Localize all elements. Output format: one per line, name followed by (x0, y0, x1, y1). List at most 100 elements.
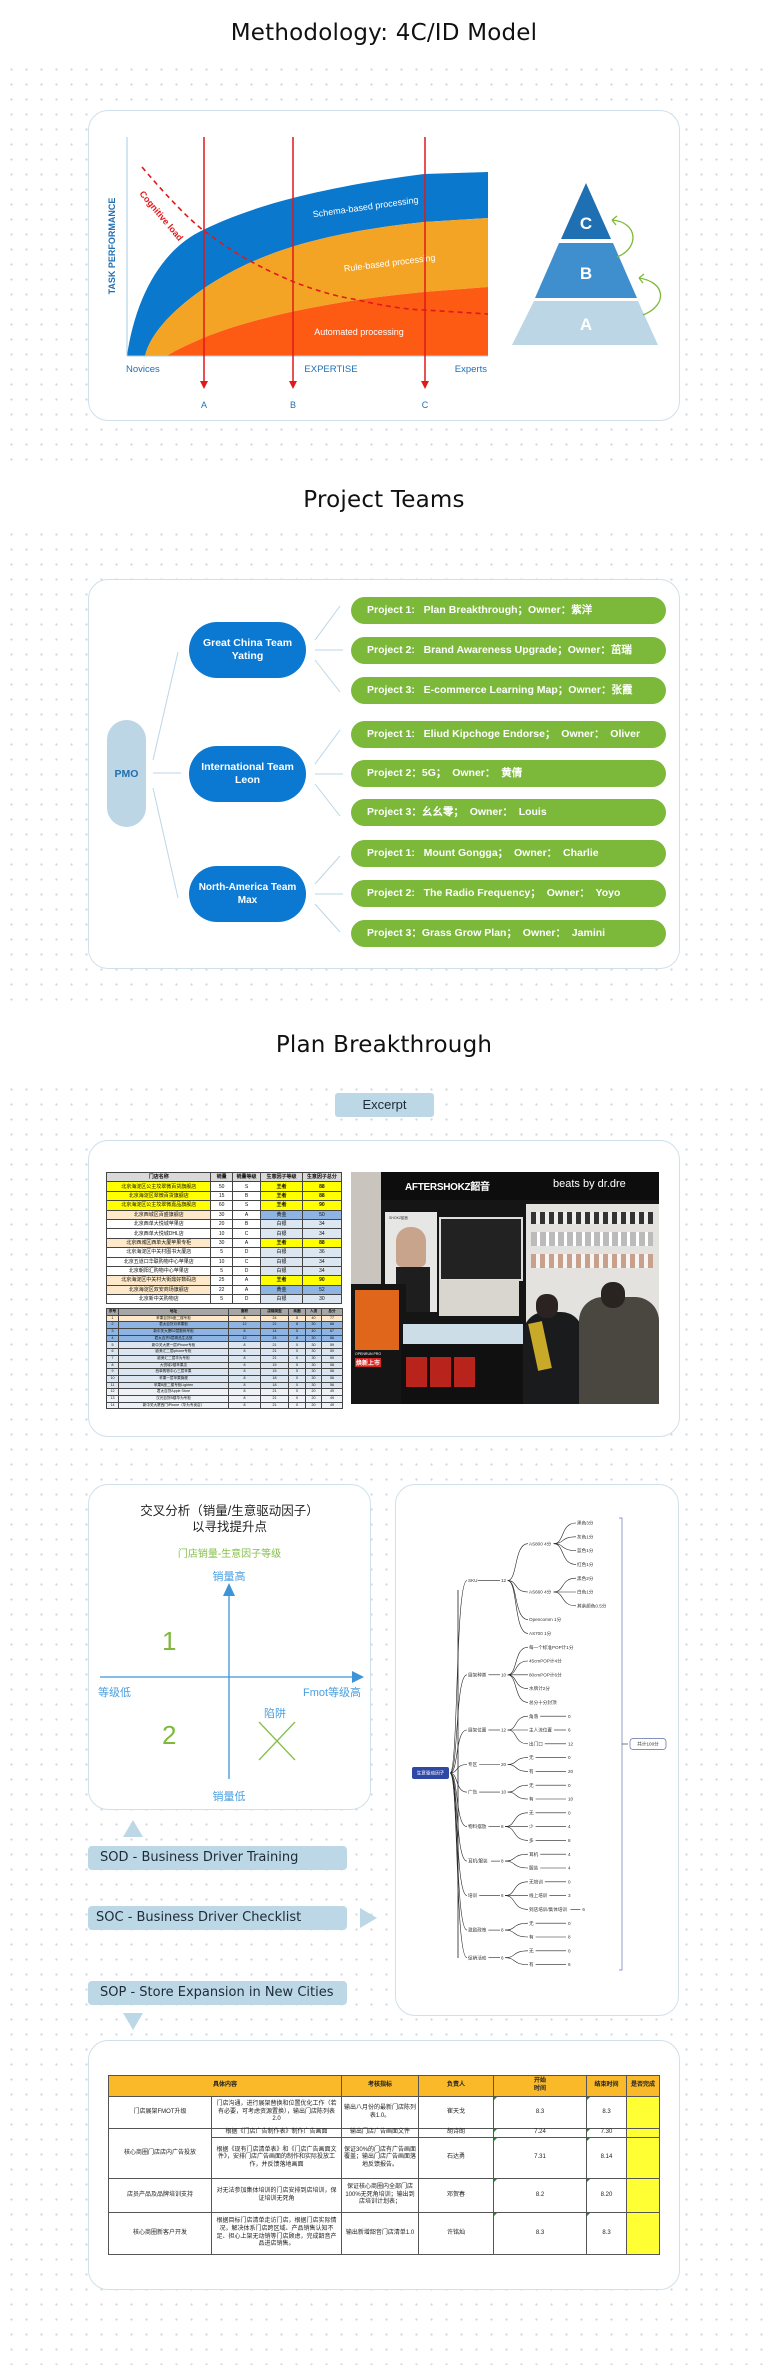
pyramid-label-b: B (580, 264, 592, 283)
table-cell: 5 (210, 1265, 233, 1277)
photo-poster-brand: SHOKZ韶音 (389, 1216, 409, 1220)
table-cell: 北京西城区百盛旗舰店 (105, 1209, 212, 1220)
table-cell: 21 (260, 1388, 289, 1396)
mindmap-leaf-label: 其余颜色0.5分 (577, 1602, 607, 1609)
table-cell: 20 (305, 1388, 322, 1396)
rule-band (145, 218, 488, 356)
table-cell: 30 (305, 1381, 322, 1390)
kpi-cell: 保证核心商圈内全部门店100%无死角培训；输出到店培训计划表； (341, 2178, 420, 2213)
mindmap-branch-label: 激励政策 (468, 1927, 487, 1934)
mindmap-node-label: 无 (529, 1810, 534, 1816)
table-cell: 北京海淀区中关村大街鼎好数码店 (105, 1275, 212, 1286)
mindmap-connector (505, 1895, 529, 1910)
table-cell: 8 (228, 1361, 261, 1370)
mindmap-branch-label: SKU (468, 1578, 477, 1583)
photo-brand-beats: beats by dr.dre (553, 1178, 626, 1190)
project-item: Project 1: Mount Gongga； Owner： Charlie (351, 840, 666, 867)
y-low-label: 销量低 (212, 1791, 246, 1803)
mindmap-connector (507, 1580, 529, 1620)
done-cell[interactable] (626, 2212, 661, 2255)
table-cell: S (231, 1200, 262, 1211)
table-cell: 12 (228, 1321, 261, 1330)
schema-band (127, 172, 488, 356)
table-cell: 34 (301, 1265, 343, 1277)
table-cell: 0 (288, 1381, 306, 1390)
table-cell: D (231, 1294, 262, 1305)
marker-arrow-b (289, 137, 297, 389)
mindmap-branch-value: 10 (501, 1672, 507, 1677)
table-row: 店员产品及品牌培训支持对无法参加集体培训的门店安排到店培训，保证培训无死角保证核… (108, 2178, 661, 2213)
photo-poster-slogan: 焕新上市 (355, 1358, 382, 1367)
table-cell: 10 (106, 1374, 119, 1383)
table-cell: 49 (321, 1388, 343, 1396)
done-cell[interactable] (626, 2128, 661, 2138)
table-cell: S (231, 1181, 262, 1192)
table-cell: 30 (210, 1209, 233, 1220)
mindmap-branch-label: 物料摆放 (468, 1823, 487, 1830)
table-cell: 34 (301, 1228, 343, 1239)
detail-cell: 根据《门店广告制作表》制作广告画面 (210, 2128, 343, 2138)
mindmap-connector (553, 1591, 577, 1607)
table-cell: 56 (321, 1374, 343, 1383)
y-axis-label: TASK PERFORMANCE (107, 198, 117, 295)
mindmap-node-label: 有 (529, 1796, 534, 1803)
done-cell[interactable] (626, 2096, 661, 2129)
table-cell: 59 (321, 1348, 343, 1356)
table-cell: 24 (260, 1334, 289, 1343)
table-cell: 8 (228, 1394, 261, 1403)
mindmap-branch-value: 20 (501, 1762, 507, 1767)
table-cell: 王者 (260, 1275, 303, 1286)
x-label-expertise: EXPERTISE (304, 364, 357, 375)
team-name: Great China Team (202, 637, 293, 649)
photo-brand-aftershokz: AFTERSHOKZ韶音 (405, 1182, 490, 1193)
done-cell[interactable] (626, 2137, 661, 2179)
mindmap-connector (507, 1646, 529, 1676)
table-cell: 7 (106, 1354, 119, 1363)
mindmap-branch-label: 广告 (468, 1789, 478, 1796)
table-cell: 9 (106, 1368, 119, 1376)
table-cell: 8 (228, 1388, 261, 1396)
table-cell: 34 (301, 1218, 343, 1230)
title-band (0, 0, 768, 66)
column-header: 面积 (228, 1308, 261, 1316)
table-cell: A (231, 1209, 262, 1220)
done-cell[interactable] (626, 2178, 661, 2213)
soc-item: SOC - Business Driver Checklist (88, 1906, 347, 1930)
table-cell: 白银 (260, 1294, 303, 1305)
triangle-down-icon (123, 2013, 143, 2030)
mindmap-leaf-value: 12 (568, 1741, 574, 1746)
quadrant-title-line2: 以寻找提升点 (191, 1520, 267, 1534)
mindmap-leaf-value: 4 (568, 1852, 571, 1857)
header-owner: 负责人 (418, 2075, 495, 2097)
mindmap-connector (553, 1522, 577, 1544)
column-header: 人流 (305, 1308, 322, 1316)
table-cell: 1 (106, 1314, 119, 1323)
table-row: 核心商圈新客户开发根据目标门店清单走访门店，根据门店实际情况，解决体系门店跨区域… (108, 2212, 661, 2255)
triangle-right-icon (360, 1908, 377, 1928)
task-cell: 核心商圈门店店内广告投放 (108, 2128, 212, 2179)
trap-cross-icon (258, 1721, 296, 1761)
table-cell: 大悦城2楼苹果店 (118, 1361, 229, 1370)
table-cell: 90 (301, 1275, 343, 1286)
kpi-cell: 输出新增韶音门店清单1.0 (341, 2212, 420, 2255)
connector-pmo-greatchina (152, 651, 179, 761)
mindmap-node-label: 主人流位置 (529, 1727, 552, 1734)
pyramid-label-c: C (580, 214, 592, 233)
excerpt-button[interactable]: Excerpt (335, 1093, 434, 1117)
table-cell: 59 (321, 1354, 343, 1363)
mindmap-leaf-value: 0 (568, 1879, 571, 1884)
quadrant-subtitle: 门店销量-生意因子等级 (177, 1549, 282, 1560)
task-cell: 店员产品及品牌培训支持 (108, 2178, 212, 2213)
owner-cell: 崔天戈 (418, 2096, 495, 2129)
end-cell: 8.3 (586, 2212, 628, 2255)
mindmap-branch-label: 专区 (468, 1761, 478, 1768)
mindmap-node-label: 水牌计2分 (529, 1685, 550, 1692)
table-cell: C (231, 1228, 262, 1239)
table-cell: 6 (106, 1348, 119, 1356)
